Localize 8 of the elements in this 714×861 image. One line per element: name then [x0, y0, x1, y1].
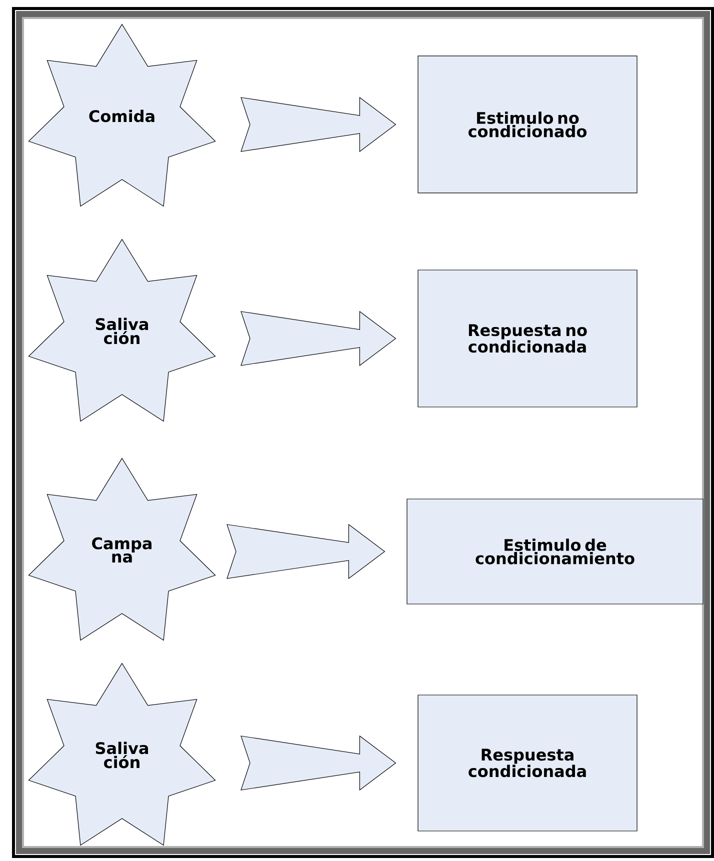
concept-box: Estimulo de condicionamiento — [406, 498, 704, 604]
concept-box: Respuesta condicionada — [418, 694, 638, 832]
block-arrow — [240, 310, 396, 366]
block-arrow — [226, 524, 386, 580]
block-arrow — [240, 735, 396, 791]
block-arrow — [240, 96, 396, 152]
concept-box: Respuesta no condicionada — [418, 270, 638, 408]
concept-box: Estimulo no condicionado — [418, 56, 638, 194]
